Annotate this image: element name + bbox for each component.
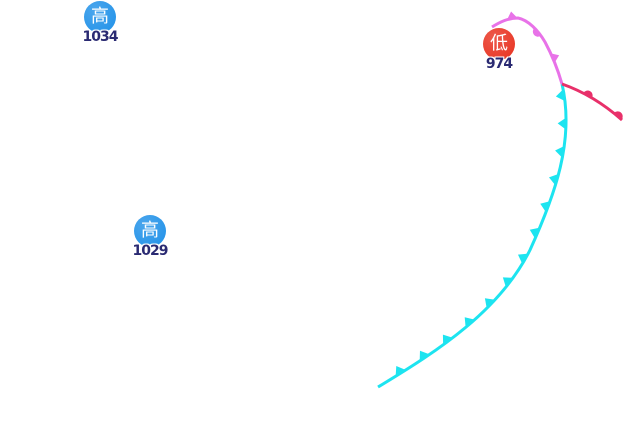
front-triangle xyxy=(464,317,475,328)
low-pressure-icon: 低 xyxy=(483,28,515,60)
pressure-value: 1034 xyxy=(82,29,119,45)
high-pressure-center: 高 1034 xyxy=(70,1,130,45)
front-semicircle xyxy=(583,90,593,98)
front-triangle xyxy=(517,253,529,265)
warm-front-line xyxy=(561,82,623,122)
front-triangle xyxy=(484,298,496,309)
front-triangle xyxy=(507,11,518,20)
high-pressure-icon: 高 xyxy=(134,215,166,247)
front-triangle xyxy=(550,53,560,63)
front-triangle xyxy=(555,145,565,158)
front-triangle xyxy=(502,277,514,288)
pressure-value: 974 xyxy=(485,56,513,72)
low-pressure-center: 低 974 xyxy=(469,28,529,72)
pressure-value: 1029 xyxy=(132,243,169,259)
warm-front-semicircles xyxy=(583,90,623,120)
front-triangle xyxy=(540,201,551,213)
high-pressure-icon: 高 xyxy=(84,1,116,33)
cold-front-triangles xyxy=(395,89,567,377)
front-semicircle xyxy=(532,27,542,37)
front-triangle xyxy=(555,89,566,102)
front-triangle xyxy=(529,227,540,239)
front-semicircle xyxy=(613,111,623,120)
occluded-front-symbols xyxy=(507,11,560,63)
front-triangle xyxy=(395,366,406,377)
front-triangle xyxy=(442,334,453,345)
high-pressure-center: 高 1029 xyxy=(120,215,180,259)
occluded-front-line xyxy=(491,16,564,85)
cold-front-line xyxy=(377,83,568,389)
front-triangle xyxy=(548,173,559,186)
front-triangle xyxy=(557,117,567,130)
front-triangle xyxy=(419,350,430,362)
